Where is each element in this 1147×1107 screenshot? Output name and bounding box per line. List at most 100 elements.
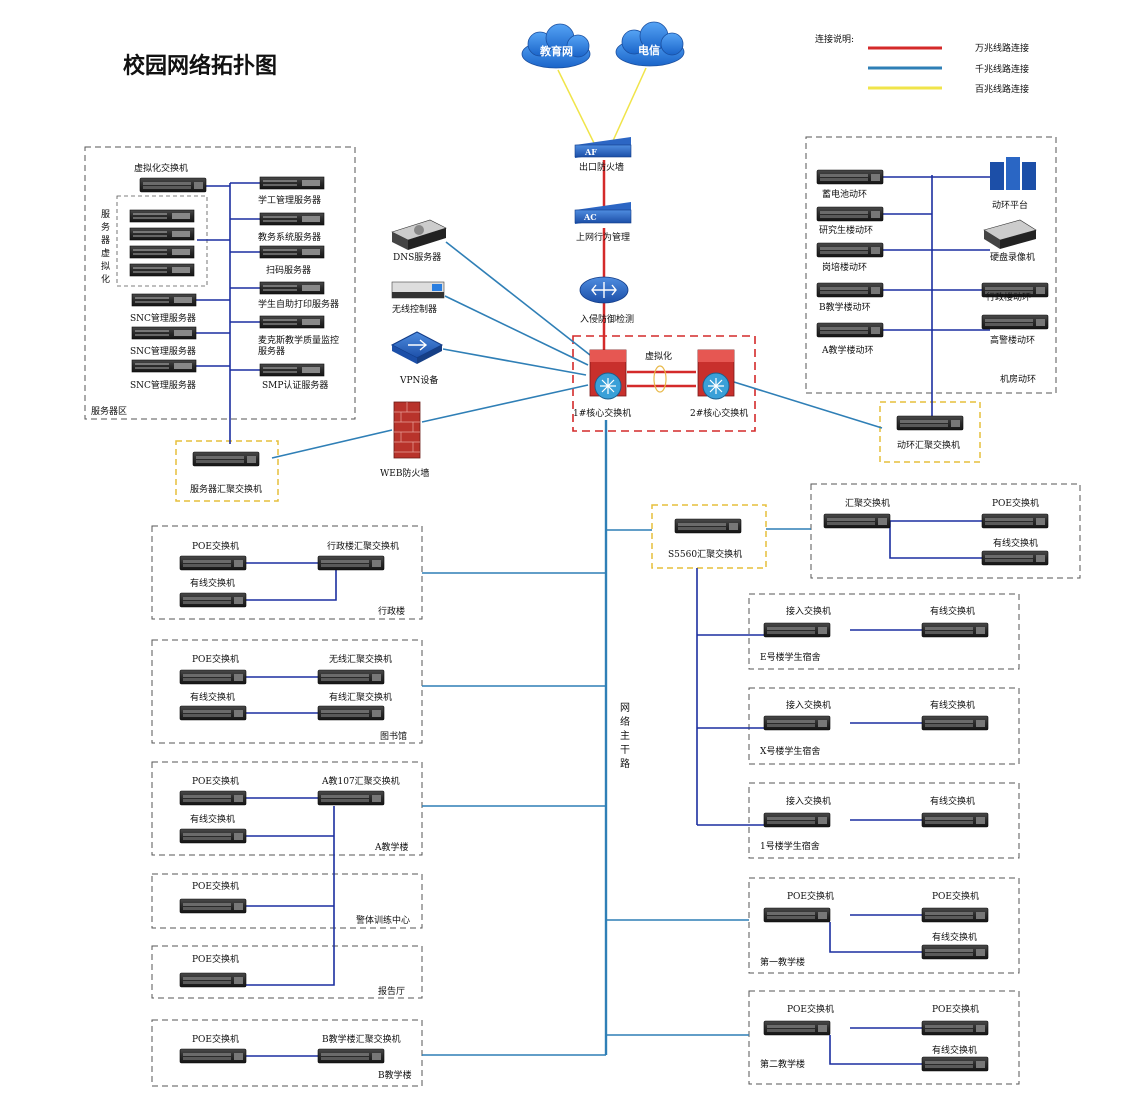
snc-server-1-label: SNC管理服务器 (130, 312, 196, 324)
admin-wired-label: 有线交换机 (190, 577, 235, 589)
core-switch-1-icon (589, 349, 627, 400)
server-agg-switch-icon (192, 451, 260, 467)
library-poe-label: POE交换机 (192, 653, 239, 665)
dorm-e-name: E号楼学生宿舍 (760, 651, 821, 663)
web-firewall-label: WEB防火墙 (380, 467, 429, 479)
server-label-max: 麦克斯教学质量监控服务器 (258, 334, 339, 357)
power-agg-zone (879, 401, 981, 463)
mr-label-nvr: 硬盘录像机 (990, 251, 1035, 263)
ips-label: 入侵防御检测 (580, 313, 634, 325)
s5560-sub-wired-icon (981, 550, 1049, 566)
auditorium-box (151, 945, 423, 999)
dorm-e-box (748, 593, 1020, 670)
admin-poe-label: POE交换机 (192, 540, 239, 552)
b-building-box (151, 1019, 423, 1087)
virt-server-stack-icon (129, 209, 195, 277)
core-virtual-zone (572, 335, 756, 432)
dorm-1-access-label: 接入交换机 (786, 795, 831, 807)
legend-heading: 连接说明: (815, 33, 854, 45)
cloud-education-network: 教育网 (521, 23, 591, 69)
teach2-name: 第二教学楼 (760, 1058, 805, 1070)
firewall-badge: AF (584, 147, 597, 157)
virt-switch-icon (139, 177, 207, 193)
snc-server-icons (131, 293, 197, 373)
link-core2-poweragg (733, 381, 883, 429)
police-poe-label: POE交换机 (192, 880, 239, 892)
teach2-wired-label: 有线交换机 (932, 1044, 977, 1056)
s5560-label: S5560汇聚交换机 (668, 548, 742, 560)
dorm-x-name: X号楼学生宿舍 (760, 745, 820, 757)
b-poe-label: POE交换机 (192, 1033, 239, 1045)
server-label-print: 学生自助打印服务器 (258, 298, 339, 310)
library-name: 图书馆 (380, 730, 407, 742)
cloud-edu-label: 教育网 (539, 44, 573, 58)
firewall-label: 出口防火墙 (579, 161, 624, 173)
egress-firewall: AF (574, 137, 632, 158)
dns-server-icon (391, 219, 447, 250)
library-wired-agg-label: 有线汇聚交换机 (329, 691, 392, 703)
teach1-box (748, 877, 1020, 974)
cloud-telecom: 电信 (615, 21, 685, 67)
snc-server-2-label: SNC管理服务器 (130, 345, 196, 357)
core-switch-1-label: 1#核心交换机 (573, 407, 631, 419)
library-box (151, 639, 423, 744)
link-wireless-core (444, 295, 589, 366)
link-core-s5560 (605, 420, 652, 531)
teach1-wired-label: 有线交换机 (932, 931, 977, 943)
dorm-1-wired-label: 有线交换机 (930, 795, 975, 807)
auditorium-poe-label: POE交换机 (192, 953, 239, 965)
teach1-poe-left-label: POE交换机 (787, 890, 834, 902)
dorm-1-box (748, 782, 1020, 859)
admin-agg-label: 行政楼汇聚交换机 (327, 540, 399, 552)
power-platform-icon (990, 157, 1036, 190)
web-firewall-icon (393, 401, 421, 459)
dorm-1-name: 1号楼学生宿舍 (760, 840, 820, 852)
cloud-telecom-label: 电信 (638, 43, 660, 57)
nvr-icon (983, 219, 1037, 249)
virt-switch-label: 虚拟化交换机 (134, 162, 188, 174)
mr-label-admin: 行政楼动环 (986, 291, 1031, 303)
auditorium-name: 报告厅 (378, 985, 405, 997)
police-training-box (151, 873, 423, 929)
wireless-controller-icon (391, 281, 445, 299)
snc-server-3-label: SNC管理服务器 (130, 379, 196, 391)
b-agg-label: B教学楼汇聚交换机 (322, 1033, 401, 1045)
s5560-sub-wired-label: 有线交换机 (993, 537, 1038, 549)
s5560-sub-poe-icon (981, 513, 1049, 529)
s5560-switch-icon (674, 518, 742, 534)
core-switch-2-icon (697, 349, 735, 400)
teach1-name: 第一教学楼 (760, 956, 805, 968)
mr-label-gangpei: 岗培楼动环 (822, 261, 867, 273)
admin-building-name: 行政楼 (378, 605, 405, 617)
teach2-poe-left-label: POE交换机 (787, 1003, 834, 1015)
dorm-x-box (748, 687, 1020, 765)
s5560-sub-agg-label: 汇聚交换机 (845, 497, 890, 509)
ac-label: 上网行为管理 (576, 231, 630, 243)
core-virtual-label: 虚拟化 (645, 350, 672, 362)
link-dns-core (445, 241, 591, 356)
teach1-poe-right-label: POE交换机 (932, 890, 979, 902)
a-wired-label: 有线交换机 (190, 813, 235, 825)
dns-label: DNS服务器 (393, 251, 441, 263)
police-training-name: 警体训练中心 (356, 914, 410, 926)
mr-label-battery: 蓄电池动环 (822, 188, 867, 200)
mr-label-b: B教学楼动环 (819, 301, 871, 313)
machine-room-name: 机房动环 (1000, 373, 1036, 385)
link-vpn-core (442, 348, 587, 376)
vpn-device-icon (390, 331, 444, 364)
s5560-sub-box (810, 483, 1081, 579)
s5560-sub-poe-label: POE交换机 (992, 497, 1039, 509)
library-wireless-agg-label: 无线汇聚交换机 (329, 653, 392, 665)
server-zone-name: 服务器区 (91, 405, 127, 417)
library-wired-label: 有线交换机 (190, 691, 235, 703)
ips-icon (579, 276, 629, 304)
dorm-e-access-label: 接入交换机 (786, 605, 831, 617)
server-zone-box (84, 146, 356, 420)
mr-gaojing-switch-icon (981, 314, 1049, 330)
link-webfw-core (421, 384, 589, 423)
teach2-poe-right-label: POE交换机 (932, 1003, 979, 1015)
mr-label-a: A教学楼动环 (821, 344, 874, 356)
server-label-smp: SMP认证服务器 (262, 379, 328, 391)
